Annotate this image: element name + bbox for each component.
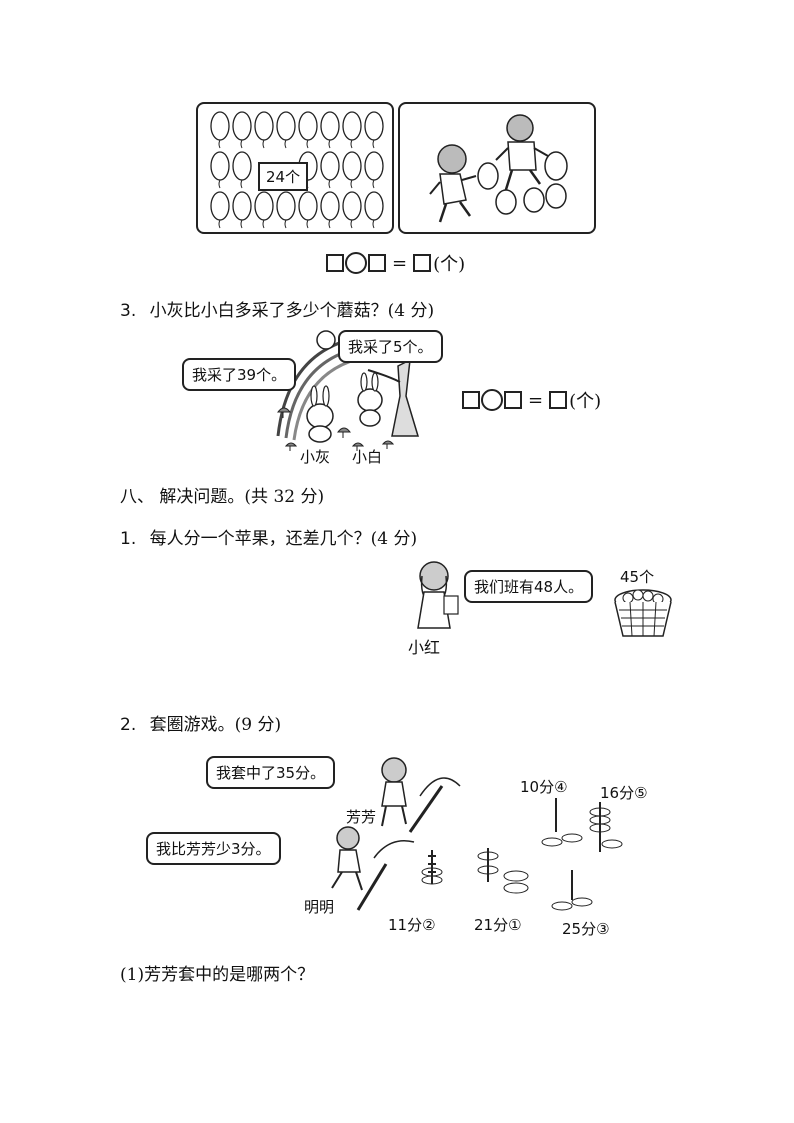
balloon-string <box>350 179 353 189</box>
balloon <box>210 191 230 221</box>
target-label-2: 11分② <box>388 916 436 934</box>
balloon-string <box>284 219 287 229</box>
balloon <box>210 151 230 181</box>
balloon-string <box>328 219 331 229</box>
balloon <box>254 191 274 221</box>
question-3: 3. 小灰比小白多采了多少个蘑菇？(4 分) <box>120 296 434 321</box>
giraffe-target-5 <box>589 802 623 852</box>
target-label-5: 16分⑤ <box>600 784 648 802</box>
name-grey: 小灰 <box>300 448 331 466</box>
speech-bubble-xiaohong: 我们班有48人。 <box>464 570 594 603</box>
answer-box[interactable] <box>462 391 480 409</box>
balloon-string <box>372 139 375 149</box>
kids-stepping-panel <box>398 102 596 234</box>
name-white: 小白 <box>352 448 383 466</box>
balloon-string <box>240 219 243 229</box>
kids-illustration <box>429 114 568 223</box>
balloon-string <box>306 219 309 229</box>
balloon-string <box>350 139 353 149</box>
q3-equation: = (个) <box>462 387 601 413</box>
balloon-string <box>328 179 331 189</box>
balloon-string <box>262 139 265 149</box>
equals-sign: = <box>528 389 544 411</box>
balloon-panel: 24个 <box>196 102 394 234</box>
name-fangfang: 芳芳 <box>346 808 377 826</box>
question-number: 1. <box>120 529 137 549</box>
balloon <box>276 111 296 141</box>
name-xiaohong: 小红 <box>408 638 441 657</box>
balloon <box>342 151 362 181</box>
answer-box[interactable] <box>413 254 432 272</box>
balloon-string <box>284 139 287 149</box>
balloon <box>298 111 318 141</box>
balloon-string <box>372 179 375 189</box>
problem-1: 1. 每人分一个苹果，还差几个？(4 分) <box>120 524 417 549</box>
operator-circle[interactable] <box>481 389 503 411</box>
answer-box[interactable] <box>368 254 386 272</box>
section-title: 八、 解决问题。(共 32 分) <box>120 487 325 507</box>
speech-bubble-grey: 我采了39个。 <box>182 358 297 391</box>
speech-bubble-fangfang: 我套中了35分。 <box>206 756 336 789</box>
question-text: 小灰比小白多采了多少个蘑菇？(4 分) <box>149 301 435 321</box>
unit-label: (个) <box>569 391 602 412</box>
question-number: 2. <box>120 715 137 735</box>
balloon <box>320 151 340 181</box>
balloon <box>320 111 340 141</box>
question-number: 3. <box>120 301 137 321</box>
balloon <box>232 151 252 181</box>
balloon <box>276 191 296 221</box>
speech-bubble-mingming: 我比芳芳少3分。 <box>146 832 281 865</box>
name-mingming: 明明 <box>304 898 335 916</box>
balloon <box>364 111 384 141</box>
balloon-string <box>372 219 375 229</box>
balloon-string <box>306 139 309 149</box>
sub-question-1: (1)芳芳套中的是哪两个？ <box>120 965 315 985</box>
balloon <box>342 191 362 221</box>
balloon-string <box>328 139 331 149</box>
balloon-string <box>218 139 221 149</box>
balloon-group <box>210 111 384 229</box>
balloon-count-label: 24个 <box>258 162 309 191</box>
target-label-3: 25分③ <box>562 920 610 938</box>
balloon <box>342 111 362 141</box>
balloon-string <box>218 219 221 229</box>
basket-label: 45个 <box>620 568 655 586</box>
target-label-4: 10分④ <box>520 778 568 796</box>
answer-box[interactable] <box>504 391 522 409</box>
q2-equation: = (个) <box>326 250 465 276</box>
balloon <box>298 191 318 221</box>
balloon-string <box>218 179 221 189</box>
balloon-string <box>262 219 265 229</box>
balloon <box>364 191 384 221</box>
question-text: 套圈游戏。(9 分) <box>149 715 282 735</box>
equals-sign: = <box>392 252 408 274</box>
balloon <box>364 151 384 181</box>
target-label-1: 21分① <box>474 916 522 934</box>
operator-circle[interactable] <box>345 252 367 274</box>
balloon <box>254 111 274 141</box>
balloon <box>232 191 252 221</box>
answer-box[interactable] <box>326 254 344 272</box>
speech-bubble-white: 我采了5个。 <box>338 330 443 363</box>
apple-basket-icon <box>614 589 672 637</box>
girl-xiaohong <box>417 561 459 629</box>
question-text: 每人分一个苹果，还差几个？(4 分) <box>149 529 418 549</box>
problem-2: 2. 套圈游戏。(9 分) <box>120 710 281 735</box>
balloon <box>320 191 340 221</box>
balloon-string <box>350 219 353 229</box>
balloon <box>210 111 230 141</box>
unit-label: (个) <box>433 254 466 275</box>
answer-box[interactable] <box>549 391 568 409</box>
balloon-string <box>240 139 243 149</box>
balloon-string <box>240 179 243 189</box>
ring-toss-scene <box>331 757 593 911</box>
balloon <box>232 111 252 141</box>
